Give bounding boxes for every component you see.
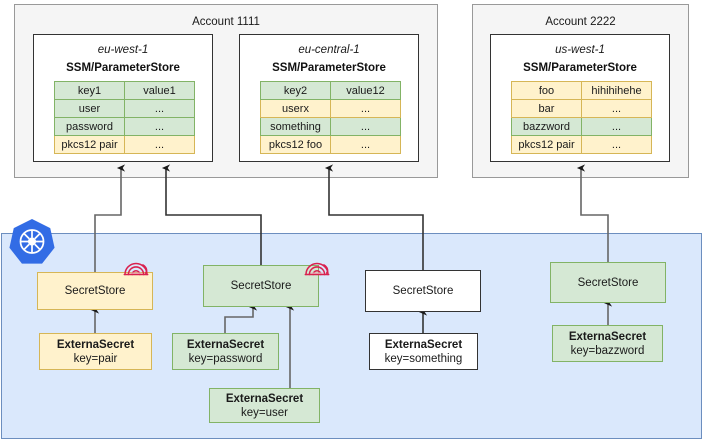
secretstore-3[interactable]: SecretStore [365, 270, 481, 312]
parameter-table-eu-west-1: key1 value1 user ... password ... pkcs12… [54, 81, 195, 154]
table-row: bar ... [511, 99, 652, 118]
param-key: user [54, 99, 125, 118]
parameter-table-us-west-1: foo hihihihehe bar ... bazzword ... pkcs… [511, 81, 652, 154]
param-value: value1 [124, 81, 195, 100]
param-value: ... [581, 99, 652, 118]
account-title: Account 2222 [545, 16, 616, 28]
externalsecret-something[interactable]: ExternaSecret key=something [369, 333, 478, 370]
param-key: bazzword [511, 117, 582, 136]
secretstore-4[interactable]: SecretStore [550, 262, 666, 303]
table-row: user ... [54, 99, 195, 118]
region-box-eu-west-1: eu-west-1 SSM/ParameterStore key1 value1… [33, 34, 213, 162]
region-title: eu-west-1 [97, 44, 149, 56]
param-value: ... [124, 99, 195, 118]
param-value: ... [581, 135, 652, 154]
kubernetes-icon [9, 218, 55, 264]
region-box-eu-central-1: eu-central-1 SSM/ParameterStore key2 val… [239, 34, 419, 162]
externalsecret-user[interactable]: ExternaSecret key=user [209, 388, 320, 423]
parameter-table-eu-central-1: key2 value12 userx ... something ... pkc… [260, 81, 401, 154]
table-row: key2 value12 [260, 81, 401, 100]
region-box-us-west-1: us-west-1 SSM/ParameterStore foo hihihih… [490, 34, 670, 162]
param-value: ... [330, 135, 401, 154]
externalsecret-title: ExternaSecret [384, 338, 463, 351]
table-row: pkcs12 foo ... [260, 135, 401, 154]
param-value: ... [124, 117, 195, 136]
param-value: ... [581, 117, 652, 136]
param-key: key2 [260, 81, 331, 100]
externalsecret-subtitle: key=password [188, 352, 263, 365]
parameter-store-title: SSM/ParameterStore [272, 62, 386, 74]
externalsecret-title: ExternaSecret [56, 338, 135, 351]
account-title: Account 1111 [192, 16, 260, 28]
externalsecret-subtitle: key=bazzword [570, 344, 645, 357]
table-row: pkcs12 pair ... [511, 135, 652, 154]
secretstore-label: SecretStore [577, 276, 639, 289]
secretstore-2[interactable]: SecretStore [203, 265, 319, 307]
table-row: bazzword ... [511, 117, 652, 136]
externalsecret-subtitle: key=pair [73, 352, 118, 365]
table-row: password ... [54, 117, 195, 136]
param-key: key1 [54, 81, 125, 100]
param-value: ... [124, 135, 195, 154]
table-row: something ... [260, 117, 401, 136]
parameter-store-title: SSM/ParameterStore [523, 62, 637, 74]
param-value: ... [330, 117, 401, 136]
parameter-store-title: SSM/ParameterStore [66, 62, 180, 74]
param-key: pkcs12 foo [260, 135, 331, 154]
secretstore-label: SecretStore [230, 280, 292, 292]
param-key: password [54, 117, 125, 136]
secretstore-1[interactable]: SecretStore [37, 272, 153, 310]
param-value: hihihihehe [581, 81, 652, 100]
externalsecret-title: ExternaSecret [225, 392, 304, 405]
secretstore-label: SecretStore [64, 285, 126, 297]
param-value: ... [330, 99, 401, 118]
externalsecret-title: ExternaSecret [568, 330, 647, 343]
table-row: key1 value1 [54, 81, 195, 100]
secretstore-label: SecretStore [392, 285, 454, 297]
externalsecret-pair[interactable]: ExternaSecret key=pair [39, 333, 152, 370]
param-value: value12 [330, 81, 401, 100]
externalsecret-password[interactable]: ExternaSecret key=password [172, 333, 279, 370]
param-key: something [260, 117, 331, 136]
param-key: bar [511, 99, 582, 118]
table-row: userx ... [260, 99, 401, 118]
externalsecret-subtitle: key=user [241, 406, 288, 419]
region-title: eu-central-1 [298, 44, 360, 56]
externalsecret-subtitle: key=something [384, 352, 463, 365]
table-row: foo hihihihehe [511, 81, 652, 100]
param-key: userx [260, 99, 331, 118]
param-key: pkcs12 pair [54, 135, 125, 154]
externalsecret-bazzword[interactable]: ExternaSecret key=bazzword [552, 325, 663, 362]
param-key: foo [511, 81, 582, 100]
param-key: pkcs12 pair [511, 135, 582, 154]
externalsecret-title: ExternaSecret [186, 338, 265, 351]
table-row: pkcs12 pair ... [54, 135, 195, 154]
region-title: us-west-1 [555, 44, 605, 56]
